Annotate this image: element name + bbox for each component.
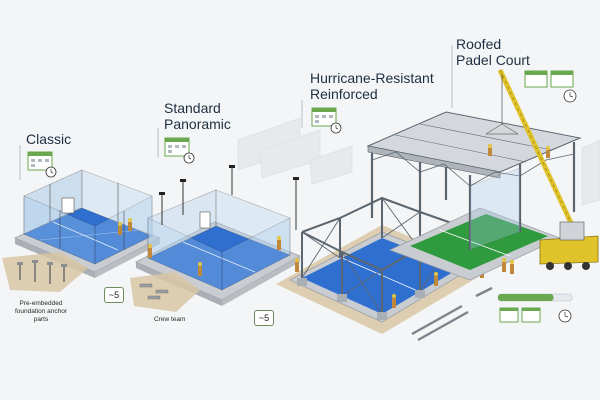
calendar-icon [524, 70, 577, 103]
crew-team-label: Crew team [154, 316, 186, 323]
background-buildings [237, 117, 600, 206]
duration-badge: ~5 [104, 287, 124, 303]
anchor-parts-label: Pre-embedded foundation anchor parts [14, 300, 68, 323]
stage-title-roofed: Roofed Padel Court [456, 36, 530, 68]
calendar-icon [499, 307, 541, 323]
clock-icon [558, 309, 572, 323]
calendar-clock-icon [311, 107, 342, 134]
calendar-clock-icon [27, 151, 57, 178]
stage-title-panoramic: Standard Panoramic [164, 100, 231, 132]
panoramic-court [135, 165, 301, 306]
calendar-clock-icon [164, 137, 195, 164]
stage-title-classic: Classic [26, 131, 72, 147]
stage-title-reinforced: Hurricane-Resistant Reinforced [310, 70, 434, 102]
classic-court [14, 169, 161, 278]
duration-badge: ~5 [254, 310, 274, 326]
crew-team-site [130, 272, 200, 312]
progress-bar-icon [497, 293, 573, 302]
foundation-anchor-parts [2, 252, 88, 292]
roofed-court [366, 111, 582, 281]
mobile-crane [485, 68, 599, 270]
